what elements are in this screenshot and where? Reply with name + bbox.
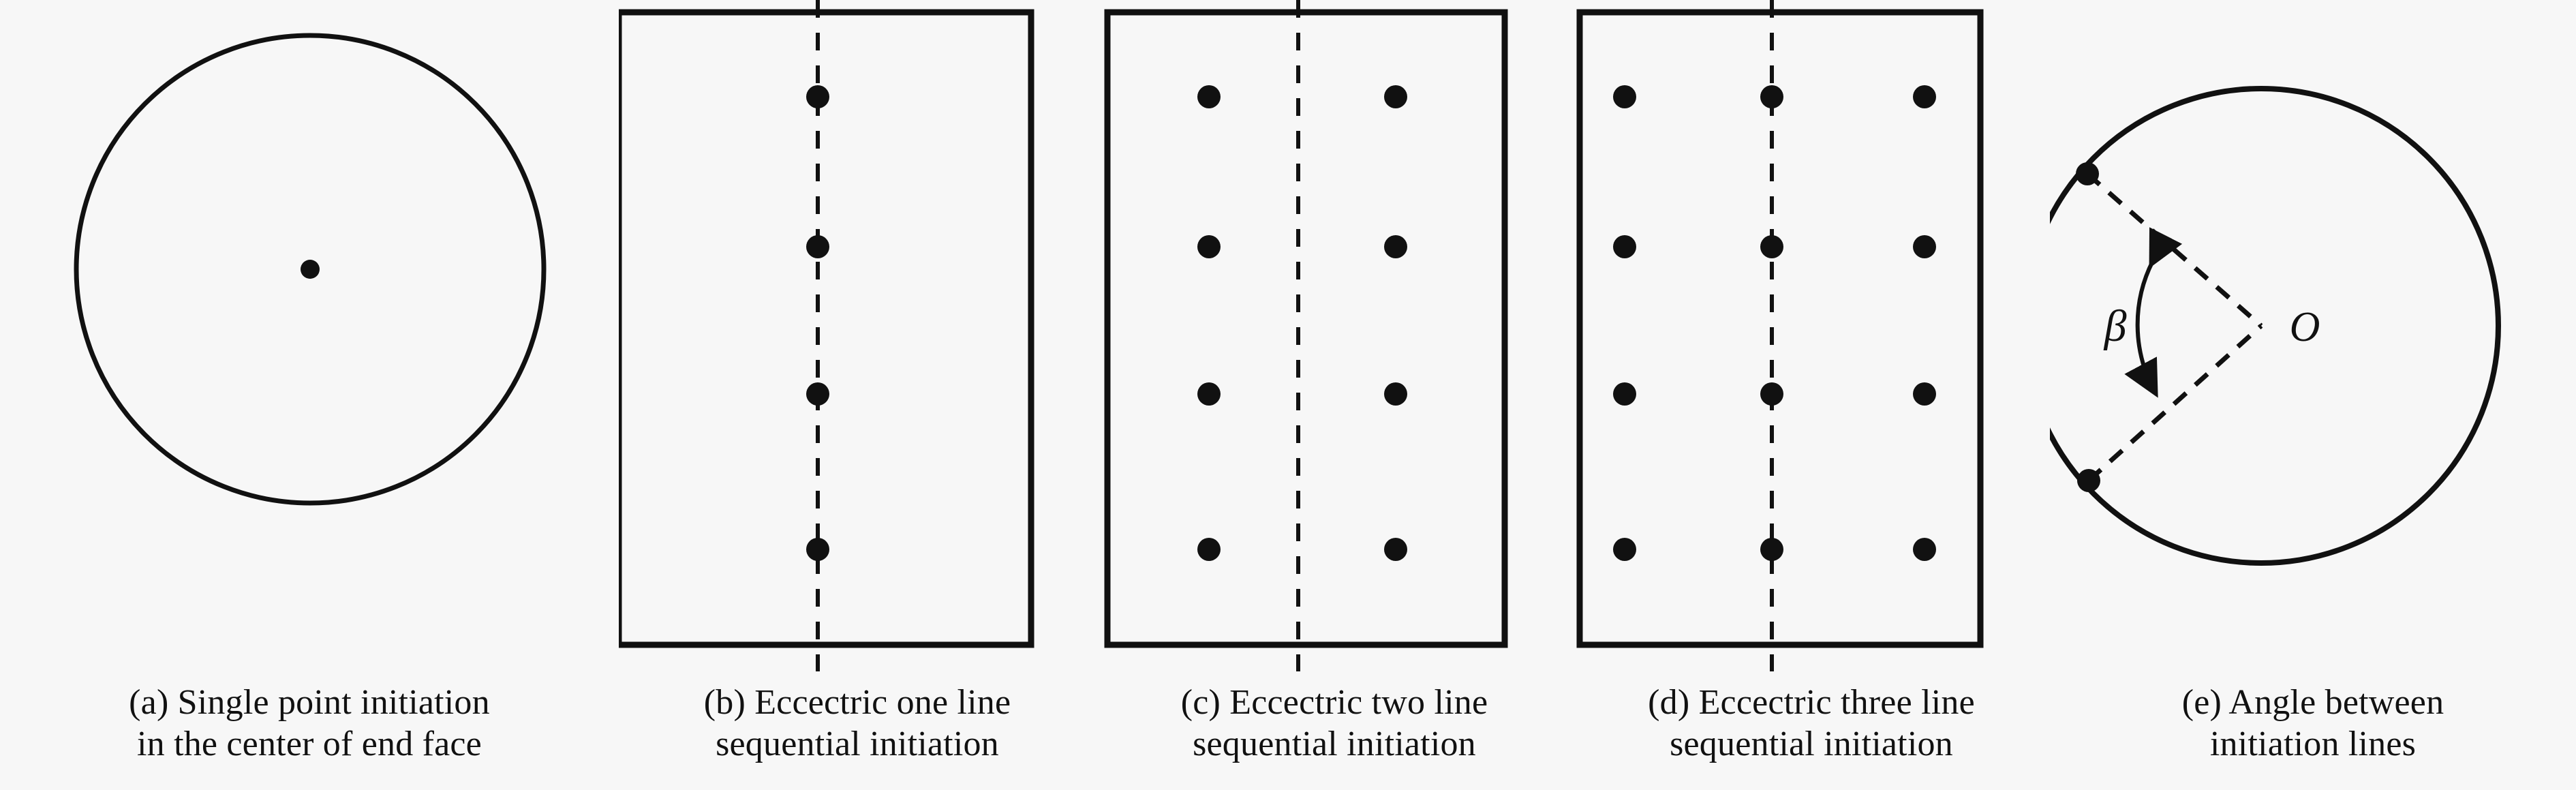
initiation-point-dot (1613, 538, 1636, 561)
initiation-point-dot (1384, 538, 1407, 561)
panel-a-caption: (a) Single point initiation in the cente… (0, 682, 619, 765)
panel-d-caption: (d) Eccectric three line sequential init… (1573, 682, 2050, 765)
panel-c-caption: (c) Eccectric two line sequential initia… (1096, 682, 1573, 765)
initiation-point-dot (806, 235, 829, 258)
initiation-point-dot (1384, 382, 1407, 406)
panel-c: (c) Eccectric two line sequential initia… (1096, 0, 1573, 790)
initiation-point-dot (1913, 85, 1936, 108)
panel-c-diagram (1104, 0, 1508, 671)
panel-a-caption-line-2: in the center of end face (137, 725, 482, 764)
panel-e-caption-line-1: (e) Angle between (2181, 683, 2444, 722)
initiation-point-dot (2076, 162, 2099, 185)
panel-d-diagram (1576, 0, 1984, 671)
initiation-point-dot (1913, 538, 1936, 561)
panel-d: (d) Eccectric three line sequential init… (1573, 0, 2050, 790)
center-label-o: O (2290, 304, 2320, 350)
initiation-point-dot (806, 85, 829, 108)
panel-d-caption-line-2: sequential initiation (1670, 725, 1953, 764)
initiation-point-dot (806, 382, 829, 406)
panel-b-caption-line-2: sequential initiation (716, 725, 999, 764)
initiation-point-dot (1760, 538, 1783, 561)
angle-label-beta: β (2103, 301, 2127, 351)
initiation-point-dot (1913, 235, 1936, 258)
panel-e: β O (e) Angle between initiation lines (2050, 0, 2576, 790)
initiation-point-dot (806, 538, 829, 561)
initiation-point-dot (1760, 235, 1783, 258)
initiation-point-dot (1197, 538, 1221, 561)
panel-a-caption-line-1: (a) Single point initiation (129, 683, 490, 722)
initiation-point-dot (1760, 85, 1783, 108)
panel-b-diagram (619, 0, 1034, 671)
panel-c-caption-line-1: (c) Eccectric two line (1180, 683, 1488, 722)
panel-a-diagram (74, 33, 547, 506)
initiation-point-dot (1613, 85, 1636, 108)
initiation-point-dot (1613, 235, 1636, 258)
charge-body-rectangle (619, 9, 1034, 648)
initiation-point-dot (1197, 235, 1221, 258)
initiation-point-dot (1760, 382, 1783, 406)
initiation-point-dot (1384, 235, 1407, 258)
initiation-point-dot (2077, 469, 2100, 492)
initiation-point-dot (1913, 382, 1936, 406)
panel-b-caption-line-1: (b) Eccectric one line (703, 683, 1011, 722)
initiation-point-dot (1613, 382, 1636, 406)
panel-e-diagram: β O (2050, 86, 2501, 566)
panel-a: (a) Single point initiation in the cente… (0, 0, 619, 790)
panel-e-caption-line-2: initiation lines (2209, 725, 2417, 764)
charge-body-rectangle (1104, 9, 1508, 648)
panel-e-caption: (e) Angle between initiation lines (2050, 682, 2576, 765)
charge-cross-section-circle (74, 33, 547, 506)
charge-cross-section-circle (2050, 86, 2501, 566)
panel-d-caption-line-1: (d) Eccectric three line (1648, 683, 1975, 722)
initiation-point-dot (1384, 85, 1407, 108)
angle-arc-beta (2124, 227, 2183, 398)
charge-body-rectangle (1576, 9, 1984, 648)
initiation-point-dot (301, 260, 320, 279)
initiation-point-dot (1197, 382, 1221, 406)
panel-b-caption: (b) Eccectric one line sequential initia… (619, 682, 1096, 765)
initiation-point-dot (1197, 85, 1221, 108)
radius-dashed-lower (2087, 324, 2263, 483)
panel-c-caption-line-2: sequential initiation (1193, 725, 1476, 764)
panel-b: (b) Eccectric one line sequential initia… (619, 0, 1096, 790)
